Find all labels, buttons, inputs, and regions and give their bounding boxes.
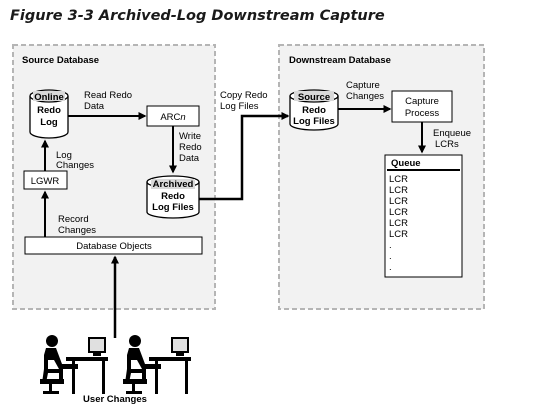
write-data-label: Data [179,153,200,164]
online-label: Online [34,92,64,103]
read-redo-label-2: Data [84,101,105,112]
database-objects-label: Database Objects [76,241,152,252]
write-label: Write [179,131,201,142]
copy-redo-arrow: Copy Redo Log Files [199,90,290,201]
redo-label: Redo [37,105,61,116]
capture-changes-label-2: Changes [346,91,384,102]
lgwr-box: LGWR [23,170,68,190]
capture-process-box: Capture Process [391,90,453,123]
archived-label: Archived [153,179,194,190]
archived-redo-label: Redo [161,191,185,202]
queue-item: LCR [389,218,408,229]
capture-process-label-2: Process [405,108,440,119]
queue-item: LCR [389,207,408,218]
enqueue-label: Enqueue [433,128,471,139]
queue-item: . [389,251,392,262]
queue-item: . [389,240,392,251]
capture-changes-label: Capture [346,80,380,91]
write-redo-label: Redo [179,142,202,153]
arcn-box: ARCn [146,105,200,127]
record-label: Record [58,214,89,225]
figure-title: Figure 3-3 Archived-Log Downstream Captu… [10,8,385,24]
read-redo-arrow: Read Redo Data [68,90,147,120]
record-changes-arrow: Record Changes [41,190,96,237]
queue-item: . [389,262,392,273]
log-label: Log [40,117,58,128]
capture-changes-arrow: Capture Changes [338,80,392,113]
capture-process-label: Capture [405,96,439,107]
enqueue-arrow: Enqueue LCRs [418,122,471,154]
queue-box: Queue LCR LCR LCR LCR LCR LCR . . . [384,154,463,278]
downstream-database-title: Downstream Database [289,55,391,66]
lgwr-label: LGWR [31,176,60,187]
online-redo-log: Online Redo Log [29,89,69,139]
archived-log-files-label: Log Files [152,202,194,213]
log-changes-label-2: Changes [56,160,94,171]
queue-item: LCR [389,174,408,185]
database-objects-box: Database Objects [24,236,203,255]
arcn-label: ARCn [160,112,185,123]
record-changes-label: Changes [58,225,96,236]
log-changes-label: Log [56,150,72,161]
queue-item: LCR [389,185,408,196]
write-redo-arrow: Write Redo Data [169,126,202,174]
user-computer-icon [123,335,191,394]
source-database-title: Source Database [22,55,99,66]
source-log-files-label: Log Files [293,116,335,127]
queue-item: LCR [389,196,408,207]
copy-redo-label: Copy Redo [220,90,268,101]
log-changes-arrow: Log Changes [41,139,94,171]
queue-item: LCR [389,229,408,240]
queue-title: Queue [391,158,421,169]
source-redo-log-files: Source Redo Log Files [289,89,339,131]
enqueue-lcrs-label: LCRs [435,139,459,150]
source-label: Source [298,92,330,103]
source-redo-label: Redo [302,105,326,116]
user-changes-label: User Changes [83,394,147,405]
archived-redo-log-files: Archived Redo Log Files [146,175,200,219]
copy-log-files-label: Log Files [220,101,259,112]
user-computer-icon [40,335,108,394]
read-redo-label: Read Redo [84,90,132,101]
